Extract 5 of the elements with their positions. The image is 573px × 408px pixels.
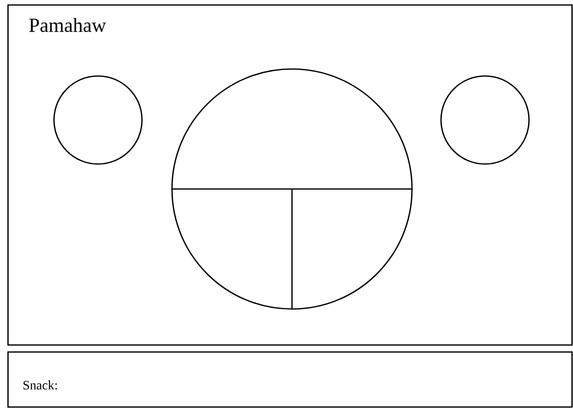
meal-panel: Pamahaw (7, 4, 573, 346)
snack-panel: Snack: (7, 351, 573, 408)
circle-shape (53, 75, 143, 165)
circle-shape (440, 75, 530, 165)
divided-plate-drawing (171, 68, 413, 310)
